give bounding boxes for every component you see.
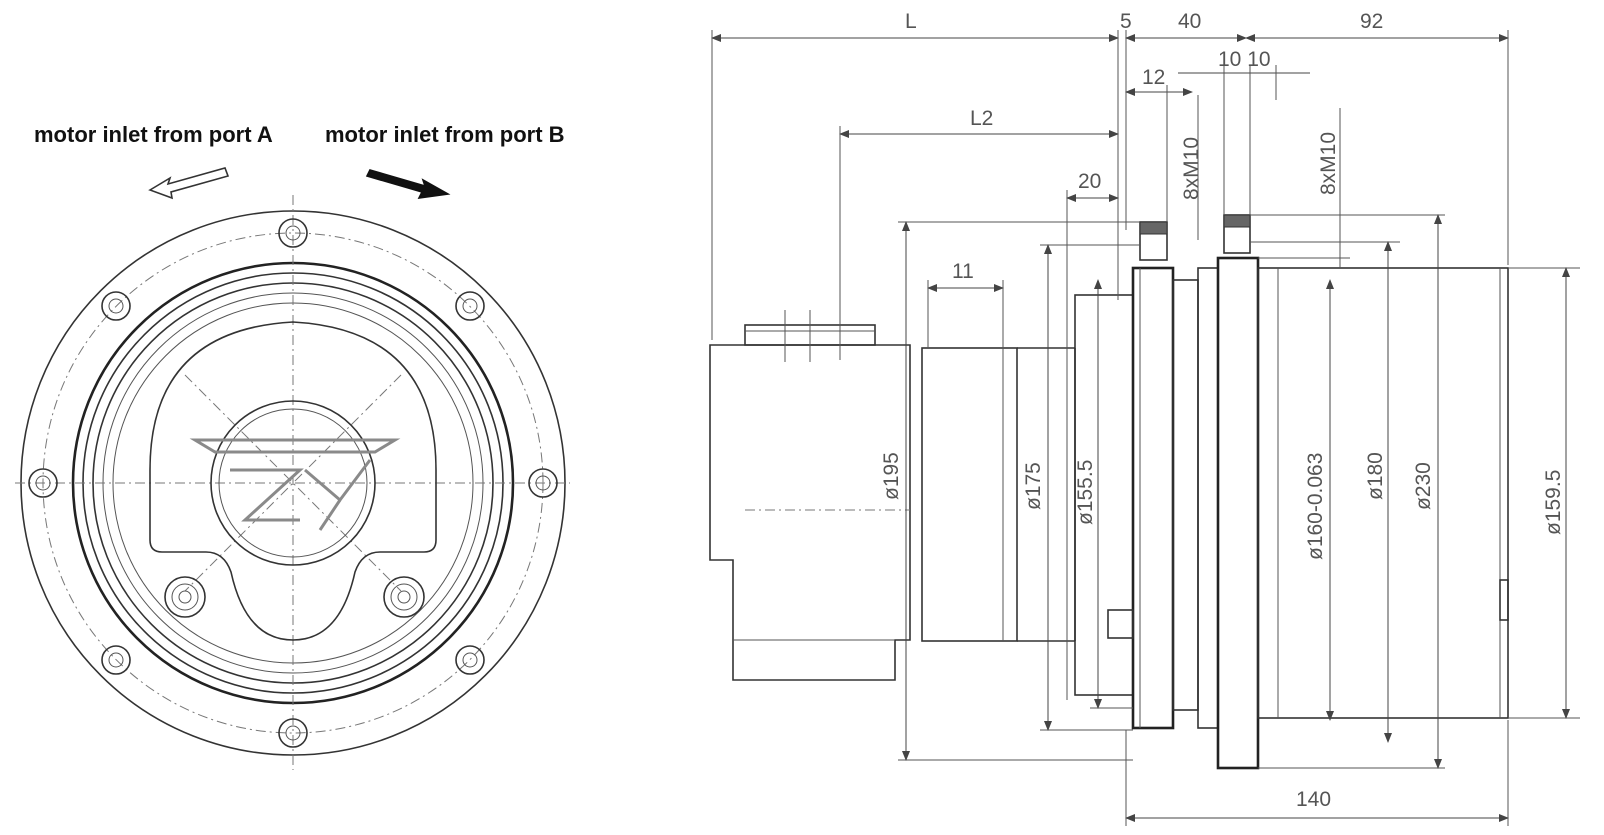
brand-logo-icon [189, 438, 401, 531]
dim-20-label: 20 [1078, 170, 1101, 193]
flange-bolt-holes [28, 218, 558, 748]
dim-dia-230-label: ø230 [1412, 462, 1435, 510]
center-hub-outer [210, 400, 376, 566]
locating-stud [1107, 609, 1134, 639]
dim-140-label: 140 [1296, 788, 1331, 811]
dim-12-label: 12 [1142, 66, 1165, 89]
dim-40-label: 40 [1178, 10, 1201, 33]
dim-dia-180-label: ø180 [1364, 452, 1387, 500]
dim-dia-195-label: ø195 [880, 452, 903, 500]
side-view: L 5 40 92 10 10 12 L2 20 11 [709, 10, 1580, 826]
diagonal-centerline-1 [184, 374, 402, 592]
dim-dia-159-5-label: ø159.5 [1542, 470, 1565, 535]
thread-callout-left: 8xM10 [1180, 137, 1203, 200]
dim-5-label: 5 [1120, 10, 1132, 33]
housing-plug [1499, 579, 1509, 621]
output-housing [1257, 267, 1509, 719]
dim-92-label: 92 [1360, 10, 1383, 33]
intermediate-hub [1172, 279, 1199, 711]
center-hub-inner [218, 408, 368, 558]
port-b-label: motor inlet from port B [325, 122, 565, 147]
dim-l-label: L [905, 10, 917, 33]
dim-dia-155-5-label: ø155.5 [1074, 460, 1097, 525]
intermediate-ring [1197, 267, 1219, 729]
port-a-label: motor inlet from port A [34, 122, 273, 147]
diagonal-centerline-2 [184, 374, 402, 592]
motor-cover-plate [149, 321, 437, 641]
dim-dia-160-label: ø160-0.063 [1304, 453, 1327, 560]
dim-dia-175-label: ø175 [1022, 462, 1045, 510]
front-view: motor inlet from port A motor inlet from… [15, 122, 570, 770]
dim-11-label: 11 [952, 260, 974, 283]
motor-body [921, 347, 1018, 642]
cover-bolts [164, 576, 425, 618]
port-b-direction-arrow-icon [365, 169, 451, 199]
dim-l2-label: L2 [970, 107, 993, 130]
first-flange [1131, 266, 1175, 730]
port-a-direction-arrow-icon [148, 167, 230, 200]
dim-10-10-label: 10 10 [1218, 48, 1271, 71]
second-flange [1216, 256, 1260, 770]
valve-block [709, 344, 911, 681]
thread-callout-right: 8xM10 [1317, 132, 1340, 195]
